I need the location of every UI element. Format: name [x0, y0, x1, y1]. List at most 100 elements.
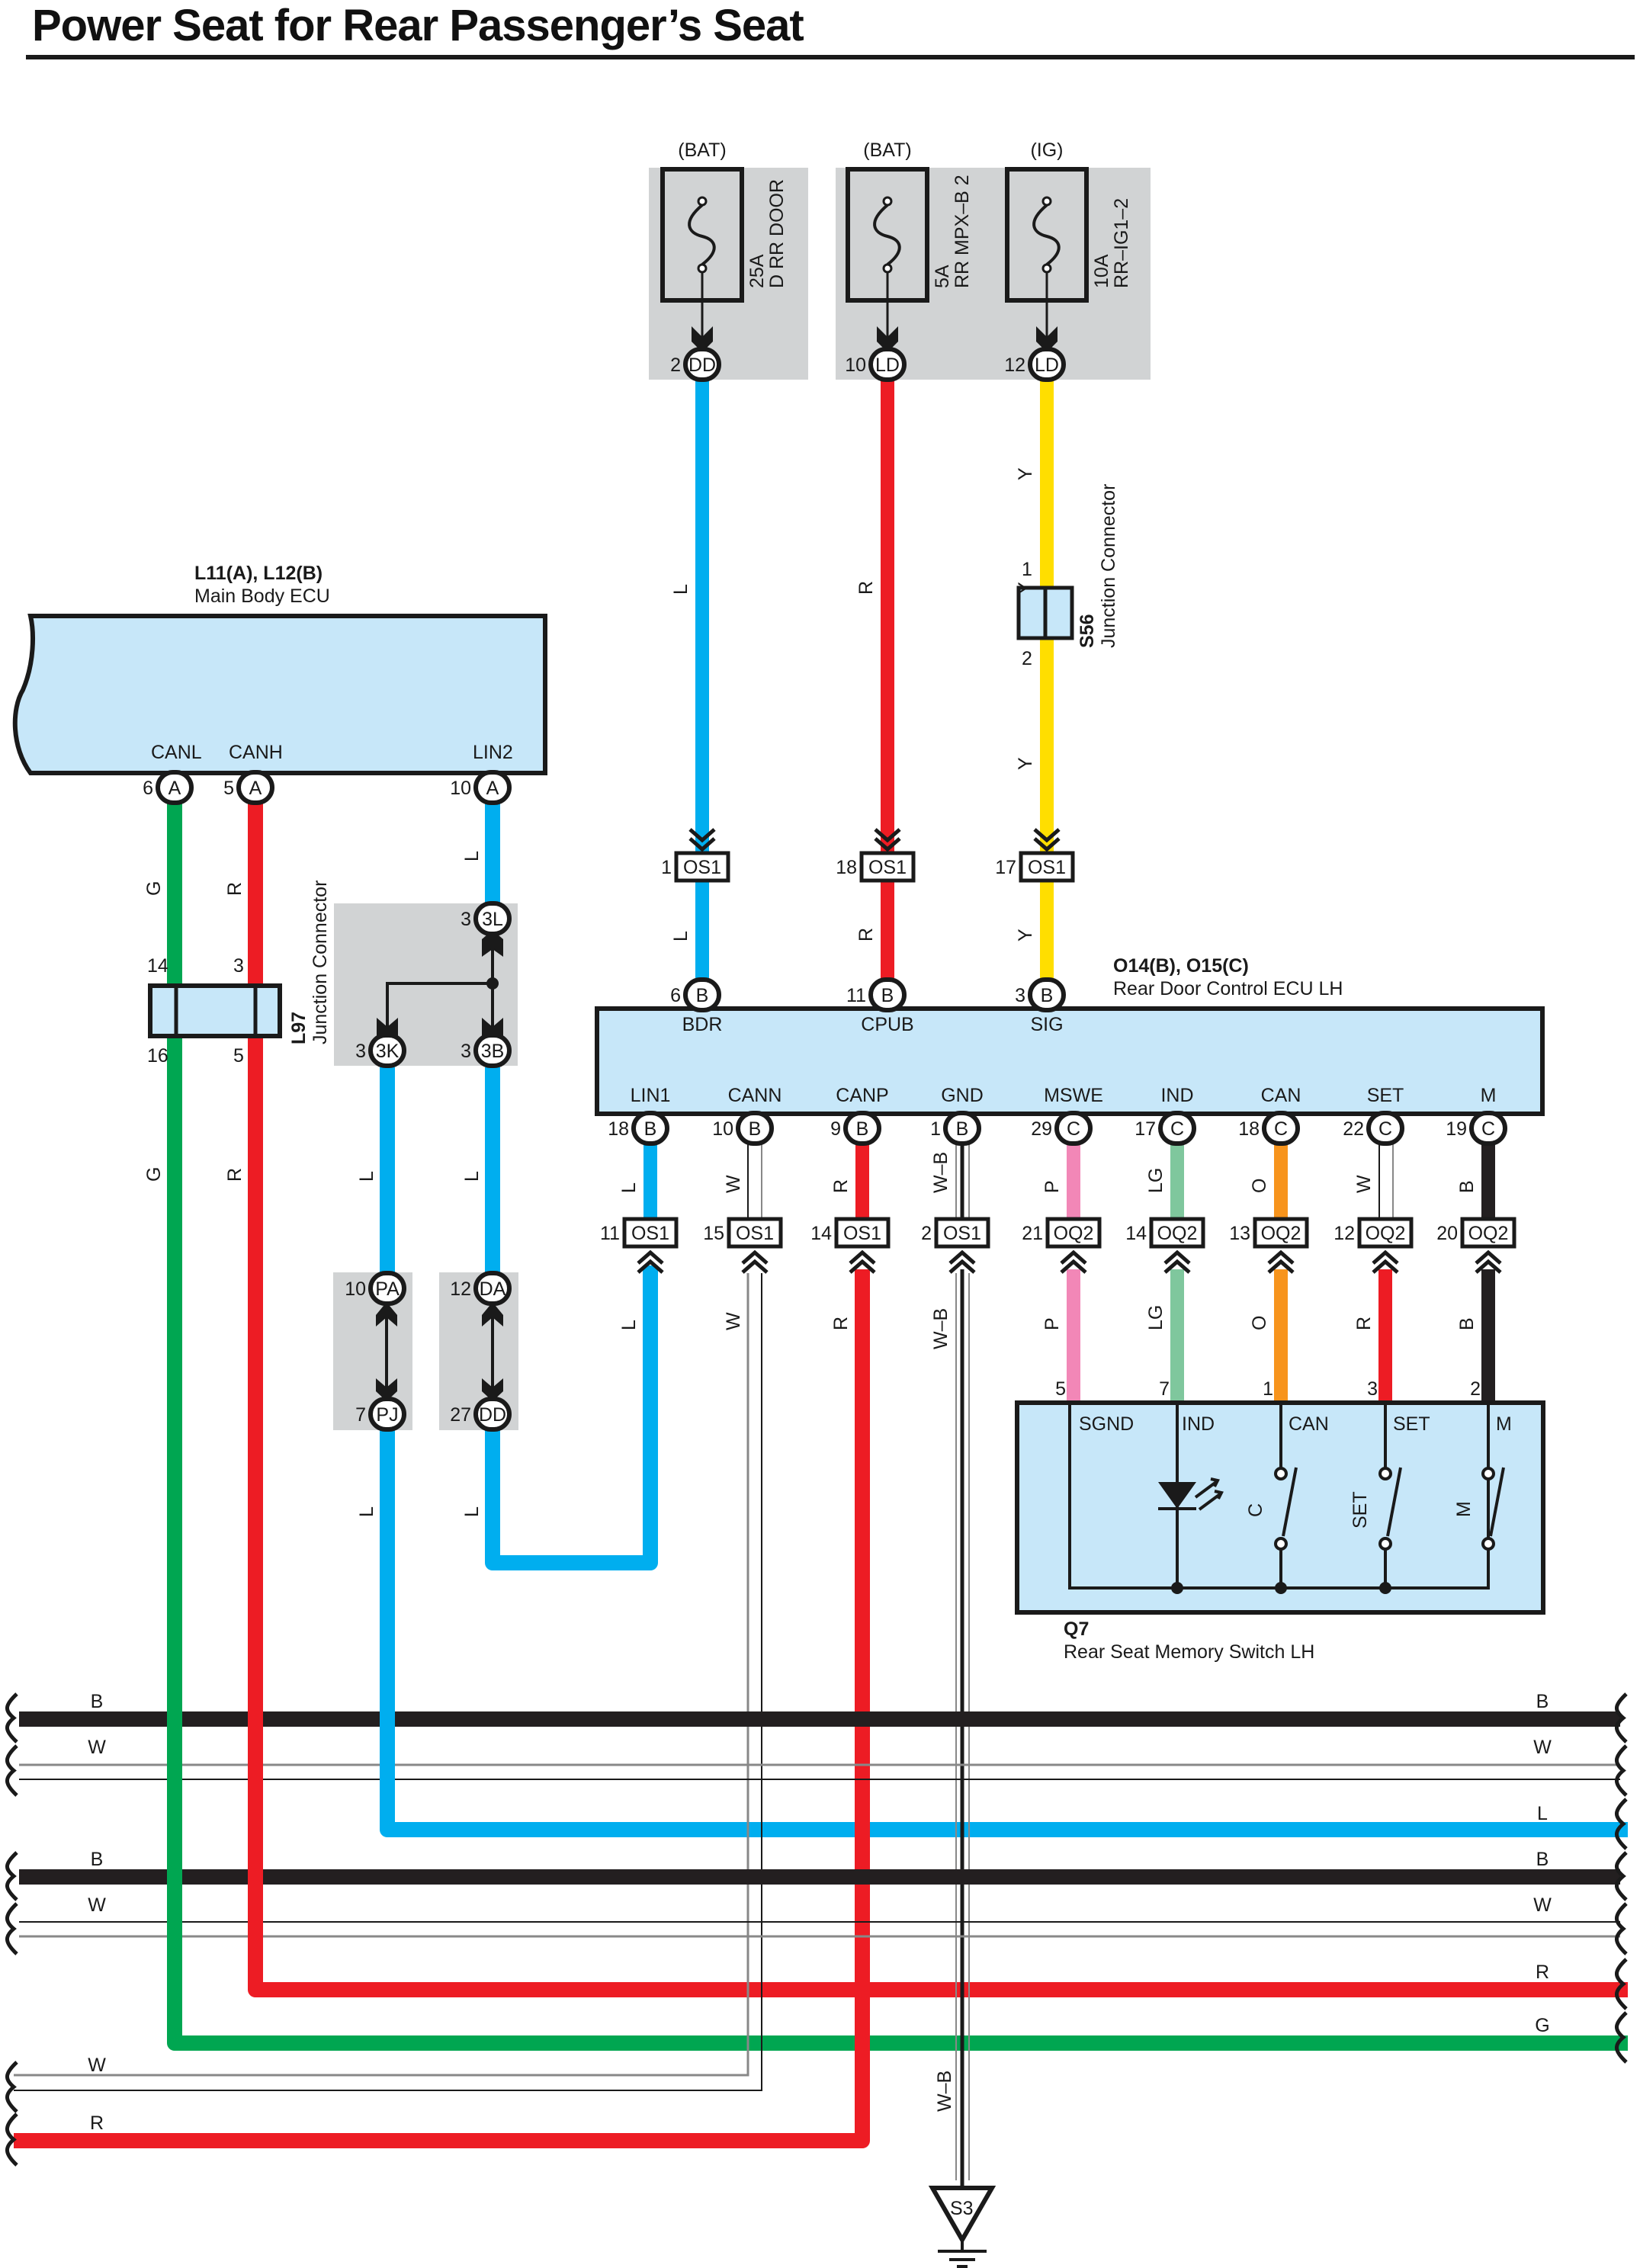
- wire-break-bracket-icon: [5, 1744, 18, 1797]
- switch-c: [1274, 1403, 1298, 1588]
- wire-color-label: O: [1249, 1179, 1270, 1193]
- wire-color-label: W: [723, 1175, 744, 1193]
- wire-break-bracket-icon: [1615, 1851, 1628, 1901]
- fuse-name: RR–IG1–2: [1111, 198, 1132, 288]
- connector-code: OQ2: [1054, 1223, 1094, 1244]
- memory-switch-code: Q7: [1064, 1618, 1089, 1640]
- connector-pin: 3: [461, 1041, 471, 1062]
- connector-code: OQ2: [1157, 1223, 1198, 1244]
- l97-code: L97: [288, 1012, 310, 1044]
- wire-break-bracket-icon: [5, 2061, 18, 2113]
- arrow-down-icon: [692, 326, 713, 352]
- bus-line-label-right: G: [1535, 2015, 1549, 2036]
- wire-color-label: B: [1456, 1317, 1478, 1330]
- wire-color-label: L: [461, 1171, 483, 1182]
- memory-switch-terminal-ind: IND: [1182, 1413, 1215, 1435]
- connector-pin: 9: [830, 1118, 841, 1140]
- connector-pin: 7: [355, 1404, 366, 1426]
- wire-color-label: L: [461, 1506, 483, 1517]
- connector-code: LD: [875, 354, 900, 376]
- fuse-source-label: (IG): [1030, 140, 1063, 161]
- wire-color-label: LG: [1145, 1305, 1167, 1330]
- chevron-up-icon: [1372, 1249, 1399, 1274]
- rear-ecu-bottom-pin: B1: [930, 1111, 981, 1146]
- rear-ecu-terminal-cann: CANN: [728, 1085, 782, 1106]
- wire-g-canl: [167, 800, 1628, 2051]
- fuse-connector-dd: DD2: [670, 347, 721, 382]
- connector-pin: 1: [661, 857, 672, 878]
- wire-break-bracket-icon: [1615, 1798, 1628, 1850]
- main-ecu-pin-canh: A5: [223, 770, 274, 805]
- wire-color-label: L: [461, 851, 483, 861]
- chevron-up-icon: [849, 1249, 876, 1274]
- connector-pin: 13: [1229, 1223, 1250, 1244]
- wire-color-label: R: [830, 1179, 852, 1193]
- chevron-up-icon: [1475, 1249, 1502, 1274]
- connector-pin: 2: [670, 354, 681, 376]
- bus-line-label-left: R: [90, 2112, 104, 2134]
- s56-junction-connector: 1 2 S56 Junction Connector: [1016, 484, 1119, 669]
- connector-code: OS1: [1028, 857, 1066, 878]
- connector-pin: 14: [1125, 1223, 1147, 1244]
- wire-color-label: O: [1249, 1316, 1270, 1330]
- bus-line-label-left: W: [88, 1894, 106, 1916]
- connector-code: C: [1067, 1118, 1080, 1140]
- wire-w-set-upper: [1378, 1144, 1394, 1220]
- connector-pin: 18: [1238, 1118, 1260, 1140]
- wire-break-bracket-icon: [5, 1902, 18, 1955]
- rear-ecu-bottom-pin: B18: [608, 1111, 669, 1146]
- arrow-down-icon: [1036, 326, 1057, 352]
- switch-label-m: M: [1453, 1501, 1475, 1517]
- switch-label-c: C: [1245, 1503, 1266, 1517]
- rear-ecu-code: O14(B), O15(C): [1113, 955, 1249, 977]
- connector-pin: 6: [670, 985, 681, 1006]
- connector-pin: 2: [921, 1223, 932, 1244]
- connector-pin: 27: [450, 1404, 471, 1426]
- wire-color-label: R: [1353, 1317, 1375, 1330]
- switch-m: [1481, 1403, 1505, 1588]
- wire-color-label: W: [1353, 1175, 1375, 1193]
- rear-ecu-terminal-lin1: LIN1: [631, 1085, 671, 1106]
- connector-code: 3K: [376, 1041, 400, 1062]
- fuse-icon: [688, 196, 716, 274]
- junction-3b: 3B3: [461, 1033, 512, 1068]
- rear-ecu-top-pin: B3: [1015, 977, 1066, 1012]
- connector-code: OS1: [683, 857, 721, 878]
- terminal-label-lin2: LIN2: [473, 742, 513, 763]
- wire-break-bracket-icon: [1615, 2011, 1628, 2064]
- l97-junction-connector: 14 3 16 5 L97 Junction Connector: [147, 881, 331, 1067]
- connector-code: B: [696, 985, 709, 1006]
- rear-ecu-bottom-pin: C17: [1135, 1111, 1196, 1146]
- connector-code: 3L: [482, 909, 503, 930]
- svg-text:W–B: W–B: [934, 2071, 955, 2112]
- ground-s3: S3 W–B: [928, 2071, 997, 2268]
- connector-code: OS1: [843, 1223, 881, 1244]
- junction-3l: 3L3: [461, 901, 512, 936]
- connector-code: PA: [375, 1278, 400, 1300]
- l97-name: Junction Connector: [310, 881, 331, 1044]
- l97-pin-16: 16: [147, 1045, 168, 1067]
- wire-color-label: P: [1041, 1317, 1063, 1330]
- connector-code: OQ2: [1468, 1223, 1509, 1244]
- os-connector: OQ2 14: [1125, 1217, 1205, 1249]
- chevron-up-icon: [1060, 1249, 1087, 1274]
- fuse-name: RR MPX–B 2: [952, 175, 973, 288]
- connector-code: OS1: [631, 1223, 669, 1244]
- wire-color-label: L: [670, 584, 692, 595]
- memory-switch-pin: 5: [1055, 1378, 1066, 1400]
- wire-color-label: L: [618, 1320, 640, 1330]
- wire-color-label: Y: [1015, 582, 1036, 595]
- rear-ecu-terminal-mswe: MSWE: [1044, 1085, 1103, 1106]
- memory-switch-terminal-sgnd: SGND: [1079, 1413, 1134, 1435]
- bus-line-label-right: W: [1533, 1894, 1552, 1916]
- switch-set: [1378, 1403, 1402, 1588]
- connector-pin: 29: [1031, 1118, 1052, 1140]
- connector-pin: 19: [1446, 1118, 1467, 1140]
- bus-line-label-left: B: [91, 1691, 104, 1712]
- connector-pin: 10: [450, 778, 471, 799]
